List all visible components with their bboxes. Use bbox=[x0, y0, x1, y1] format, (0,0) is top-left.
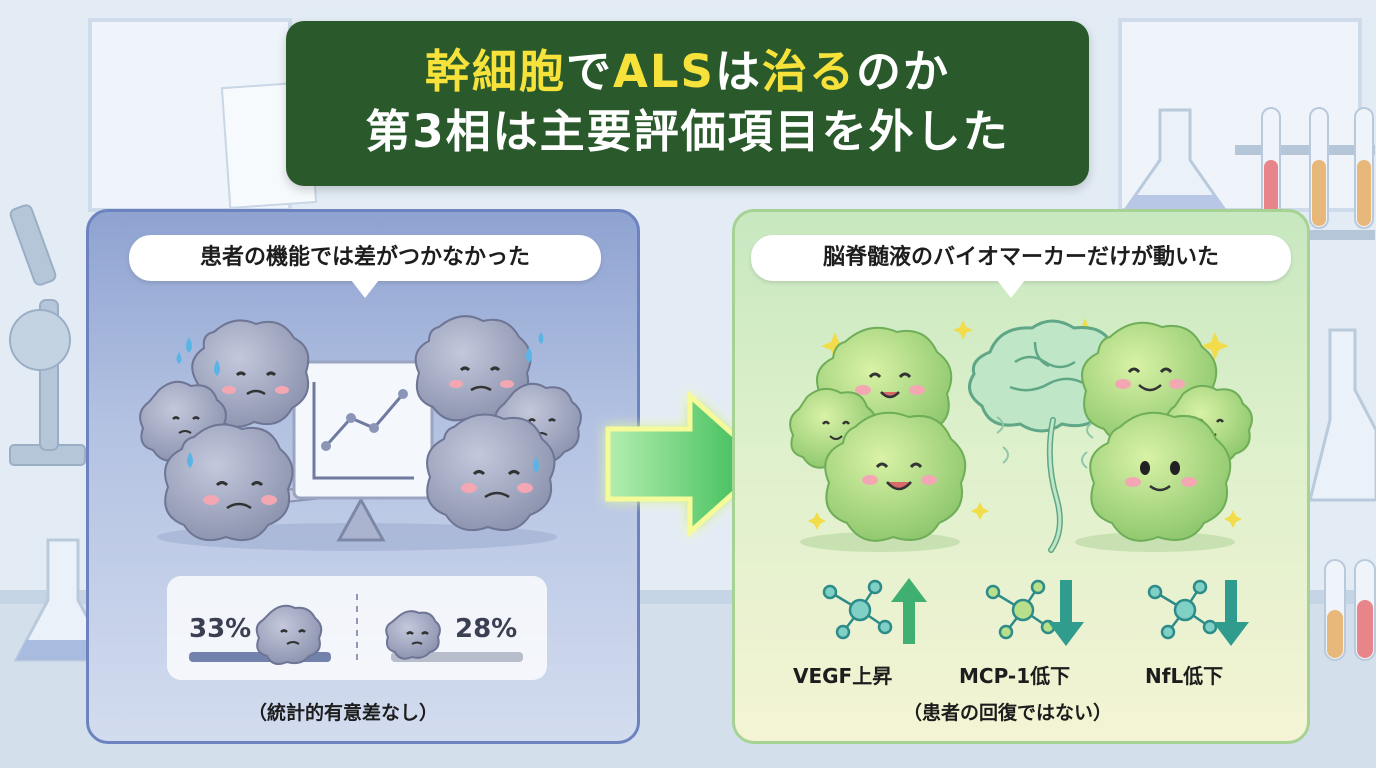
left-caption: （統計的有意差なし） bbox=[248, 702, 439, 724]
sad-cell-icon bbox=[191, 319, 310, 428]
molecule-icon bbox=[822, 579, 893, 640]
sad-cell-icon bbox=[255, 604, 323, 665]
microscope-icon bbox=[9, 204, 86, 466]
right-bubble-tail bbox=[997, 280, 1025, 298]
title-part-1: 幹細胞 bbox=[425, 44, 567, 98]
biomarker-label-mcp1: MCP-1低下 bbox=[959, 664, 1071, 688]
molecule-icon bbox=[1147, 579, 1218, 640]
left-speech-bubble: 患者の機能では差がつかなかった bbox=[129, 235, 601, 281]
biomarker-label-vegf: VEGF上昇 bbox=[793, 664, 893, 688]
right-speech-bubble: 脳脊髄液のバイオマーカーだけが動いた bbox=[751, 235, 1291, 281]
sad-cell-icon bbox=[426, 413, 556, 531]
up-arrow-icon bbox=[891, 578, 927, 644]
biomarker-panel: 脳脊髄液のバイオマーカーだけが動いた bbox=[732, 209, 1310, 744]
stat-placebo-value: 28% bbox=[455, 614, 518, 644]
sad-cell-icon bbox=[414, 315, 532, 422]
title-line1: 幹細胞でALSは治るのか bbox=[425, 42, 950, 102]
functional-outcome-panel: 患者の機能では差がつかなかった bbox=[86, 209, 640, 744]
right-caption: （患者の回復ではない） bbox=[903, 702, 1113, 724]
sad-cells-scale-illustration bbox=[139, 315, 582, 551]
molecule-icon bbox=[985, 579, 1056, 640]
title-part-3: ALS bbox=[613, 44, 715, 98]
title-part-6: のか bbox=[855, 44, 950, 98]
title-banner: 幹細胞でALSは治るのか 第3相は主要評価項目を外した bbox=[286, 21, 1089, 186]
stat-bars bbox=[189, 594, 523, 666]
chart-icon bbox=[292, 360, 434, 500]
biomarker-label-nfl: NfL低下 bbox=[1145, 664, 1224, 688]
title-line2: 第3相は主要評価項目を外した bbox=[365, 104, 1010, 158]
transition-arrow-icon bbox=[605, 390, 770, 538]
sad-cell-icon bbox=[385, 610, 441, 660]
title-part-2: で bbox=[566, 44, 614, 98]
happy-cell-icon bbox=[824, 411, 967, 542]
down-arrow-icon bbox=[1213, 580, 1249, 646]
comparison-stats-box: 33% 28% bbox=[167, 576, 547, 680]
down-arrow-icon bbox=[1048, 580, 1084, 646]
happy-cell-icon bbox=[1089, 411, 1232, 542]
sweat-drop-icon bbox=[176, 332, 544, 473]
happy-cells-brain-illustration bbox=[789, 318, 1253, 646]
left-bubble-tail bbox=[351, 280, 379, 298]
stat-treatment-value: 33% bbox=[189, 614, 252, 644]
title-part-4: は bbox=[714, 44, 762, 98]
title-part-5: 治る bbox=[761, 44, 856, 98]
sad-cell-icon bbox=[164, 423, 294, 541]
